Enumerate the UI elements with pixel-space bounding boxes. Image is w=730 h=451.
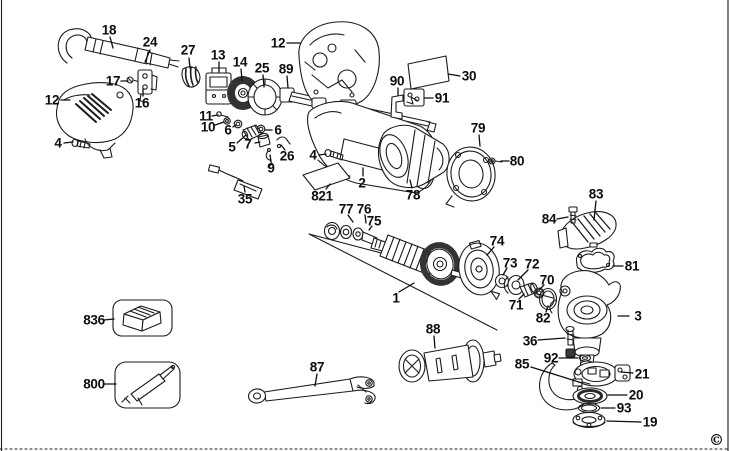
part-26-spring-clip [277, 137, 290, 148]
leader-line-70 [539, 285, 544, 290]
part-87-pin-wrench [248, 377, 375, 404]
part-81-gasket [576, 248, 614, 272]
leader-line-4 [319, 154, 326, 155]
leader-line-19 [607, 421, 641, 422]
leader-line-71 [519, 294, 524, 299]
part-1-armature [362, 232, 470, 287]
leader-line-74 [487, 247, 494, 255]
leader-line-72 [518, 270, 528, 280]
part-36-screw [566, 327, 575, 358]
part-78-stator [375, 125, 449, 187]
part-6-nut-a [234, 120, 242, 128]
part-74-baffle-plate [454, 238, 504, 305]
part-11-screw [217, 112, 228, 117]
leader-line-821 [326, 184, 330, 189]
part-35-lead-wire [208, 165, 262, 199]
part-12-housing-cover-left [57, 83, 134, 158]
leader-line-11 [212, 115, 218, 116]
part-88-side-handle [399, 340, 501, 382]
part-4-screw-left [72, 140, 90, 149]
leader-line-18 [110, 37, 113, 48]
leader-line-76 [365, 215, 366, 223]
leader-line-21 [621, 372, 633, 373]
copyright-symbol: © [709, 431, 724, 449]
part-79-bearing-flange [443, 144, 498, 207]
leader-line-5 [237, 135, 246, 143]
leader-line-83 [594, 201, 596, 220]
leader-line-4 [64, 142, 73, 143]
part-13-switch-block [206, 68, 231, 104]
part-9-wire-hook [266, 149, 272, 167]
leader-line-77 [348, 215, 353, 222]
part-836-service-kit [113, 300, 172, 336]
part-27-brush-cap [182, 67, 200, 87]
part-80-screw [489, 158, 502, 164]
leader-line-27 [189, 58, 190, 68]
part-7-brush-cap [258, 133, 270, 147]
leader-line-89 [287, 76, 288, 88]
leader-line-10 [215, 122, 224, 125]
leader-line-6 [233, 125, 236, 127]
part-6-nut-b [257, 125, 265, 133]
part-92-washer [580, 355, 591, 361]
part-821-label-sheet [303, 163, 350, 190]
part-800-lubricant-kit [115, 362, 180, 408]
leader-line-73 [503, 268, 507, 275]
part-84-screw [569, 207, 577, 223]
leader-line-1 [399, 283, 414, 292]
part-25-baffle-ring [248, 79, 282, 115]
part-19-clamp-nut [573, 413, 605, 428]
leader-line-26 [281, 145, 285, 150]
leader-line-79 [479, 135, 480, 146]
part-20-inner-flange [573, 388, 607, 404]
leader-line-14 [241, 69, 242, 80]
leader-line-7 [255, 142, 260, 143]
part-16-cord-clamp [138, 70, 157, 102]
leader-line-75 [369, 226, 372, 230]
part-72-spacer [504, 276, 524, 295]
part-4-screw-mid [325, 150, 343, 161]
leader-line-836 [104, 319, 114, 320]
leader-line-82 [546, 306, 548, 312]
leader-line-85 [531, 367, 582, 383]
leader-line-36 [538, 338, 565, 340]
leader-line-24 [145, 50, 150, 62]
part-10-washer [224, 118, 230, 124]
leader-line-87 [315, 374, 317, 386]
leader-line-30 [448, 74, 460, 76]
leader-line-84 [557, 217, 568, 219]
leader-line-25 [263, 75, 264, 87]
part-77-bearing [325, 223, 340, 240]
part-91-connector [404, 89, 424, 106]
part-76-washer [341, 226, 352, 239]
leader-line-78 [410, 180, 412, 188]
part-18-cord-protector [58, 29, 150, 64]
leader-line-9 [270, 155, 271, 161]
part-30-nameplate [408, 56, 449, 89]
leader-line-88 [434, 336, 435, 348]
leader-line-35 [244, 186, 245, 192]
part-90-clip [391, 95, 403, 119]
